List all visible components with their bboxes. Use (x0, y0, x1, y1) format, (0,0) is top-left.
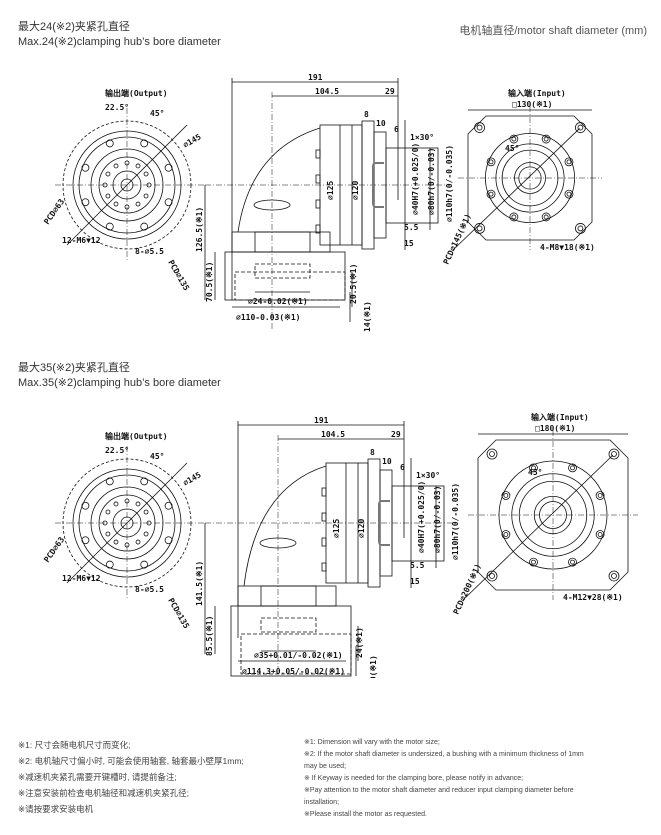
dim-label-in_pcd: PCD⌀200(※1) (452, 562, 483, 616)
dim-label-pilot: ⌀80h7(0/-0.03) (427, 148, 436, 215)
dim-label-od: ⌀145 (182, 132, 203, 150)
dim-label-pilot2: ⌀110h7(0/-0.035) (445, 145, 454, 222)
dim-label-d125: ⌀125 (332, 519, 341, 538)
dim-label-h4: 14(※1) (363, 301, 372, 332)
dim-label-flange: ⌀114.3+0.05/-0.02(※1) (242, 667, 345, 676)
dim-label-pilot2: ⌀110h7(0/-0.035) (451, 483, 460, 560)
dim-label-shaft: ⌀24-0.02(※1) (248, 297, 308, 306)
dim-label-tap: 12-M6▼12 (62, 574, 101, 583)
dim-label-holes: 8-⌀5.5 (135, 585, 164, 594)
dim-label-cham: 1×30° (410, 133, 434, 142)
note: ※请按要求安装电机 (18, 804, 94, 814)
dim-label-od: ⌀145 (182, 470, 203, 488)
dim-label-d29: 29 (385, 87, 395, 96)
dim-label-d29: 29 (391, 430, 401, 439)
dim-label-d191: 191 (308, 73, 323, 82)
linework (55, 78, 602, 330)
section-2-title-en: Max.35(※2)clamping hub’s bore diameter (18, 377, 221, 389)
dim-label-d10: 10 (376, 119, 386, 128)
note: ※1: Dimension will vary with the motor s… (304, 739, 440, 746)
note: ※2: If the motor shaft diameter is under… (304, 751, 584, 770)
notes-chinese: ※1: 尺寸会随电机尺寸而变化; ※2: 电机轴尺寸偏小时, 可能会使用轴套, … (18, 737, 244, 817)
dim-label-square: □180(※1) (535, 424, 575, 433)
dim-label-output: 输出端(Output) (105, 88, 168, 98)
note: ※注意安装前检查电机轴径和减速机夹紧孔径; (18, 788, 189, 798)
section-1-title: 最大24(※2)夹紧孔直径 Max.24(※2)clamping hub’s b… (18, 20, 221, 50)
unit-label: 电机轴直径/motor shaft diameter (mm) (459, 25, 647, 37)
linework (55, 421, 638, 677)
note: ※减速机夹紧孔需要开键槽时, 请提前备注; (18, 772, 177, 782)
dim-label-d10: 10 (382, 457, 392, 466)
dim-label-h2: 85.5(※1) (205, 616, 214, 656)
section-1-title-en: Max.24(※2)clamping hub’s bore diameter (18, 36, 221, 48)
dim-label-d104: 104.5 (321, 430, 345, 439)
dim-label-h1: 126.5(※1) (195, 207, 204, 252)
dim-label-pilot: ⌀80h7(0/-0.03) (433, 486, 442, 553)
dim-label-d191: 191 (314, 416, 329, 425)
dim-label-in_tap: 4-M8▼18(※1) (540, 243, 595, 252)
dim-label-in_tap: 4-M12▼28(※1) (563, 593, 623, 602)
dim-label-ang1: 22.5° (105, 446, 129, 455)
dim-label-input: 输入端(Input) (508, 88, 566, 98)
dim-label-tap: 12-M6▼12 (62, 236, 101, 245)
dim-label-d8: 8 (364, 110, 369, 119)
dim-label-d125: ⌀125 (326, 181, 335, 200)
dim-label-d15: 15 (410, 577, 420, 586)
notes-english: ※1: Dimension will vary with the motor s… (304, 737, 594, 821)
dim-label-h3: 20.5(※1) (349, 264, 358, 304)
note: ※ If Keyway is needed for the clamping b… (304, 775, 524, 782)
dim-label-cham: 1×30° (416, 471, 440, 480)
dim-label-pcd_in: PCD⌀63 (42, 197, 66, 226)
dim-label-shaft: ⌀35+0.01/-0.02(※1) (254, 651, 343, 660)
dim-label-ang2: 45° (150, 109, 164, 118)
dim-label-d55: 5.5 (410, 561, 425, 570)
note: ※1: 尺寸会随电机尺寸而变化; (18, 740, 131, 750)
dim-label-h3: 24(※1) (355, 627, 364, 658)
dim-label-bore: ⌀40H7(+0.025/0) (417, 481, 426, 553)
section-2-title-zh: 最大35(※2)夹紧孔直径 (18, 362, 130, 374)
note: ※Please install the motor as requested. (304, 811, 427, 818)
dim-label-pcd_out: PCD⌀135 (166, 259, 191, 293)
dim-label-ang1: 22.5° (105, 103, 129, 112)
section-1-title-zh: 最大24(※2)夹紧孔直径 (18, 21, 130, 33)
note: ※Pay attention to the motor shaft diamet… (304, 787, 574, 806)
dim-label-ang3: 45° (528, 468, 542, 477)
dim-label-d15: 15 (404, 239, 414, 248)
dim-label-d6: 6 (400, 463, 405, 472)
dim-label-holes: 8-⌀5.5 (135, 247, 164, 256)
dim-label-ang2: 45° (150, 452, 164, 461)
dim-label-pcd_out: PCD⌀135 (166, 597, 191, 631)
dim-label-d104: 104.5 (315, 87, 339, 96)
dim-label-output: 输出端(Output) (105, 431, 168, 441)
dim-label-d6: 6 (394, 125, 399, 134)
dim-label-d8: 8 (370, 448, 375, 457)
note: ※2: 电机轴尺寸偏小时, 可能会使用轴套, 轴套最小壁厚1mm; (18, 756, 244, 766)
dim-label-pcd_in: PCD⌀63 (42, 535, 66, 564)
dim-label-bore: ⌀40H7(+0.025/0) (411, 143, 420, 215)
dim-label-h2: 70.5(※1) (205, 262, 214, 302)
dim-label-h1: 141.5(※1) (195, 561, 204, 606)
dim-label-ang3: 45° (505, 144, 519, 153)
section-2-title: 最大35(※2)夹紧孔直径 Max.35(※2)clamping hub’s b… (18, 361, 221, 391)
dim-label-d120: ⌀120 (357, 519, 366, 538)
dim-label-square: □130(※1) (512, 100, 552, 109)
dim-label-h4: 19(※1) (369, 655, 378, 678)
dim-label-flange: ⌀110-0.03(※1) (236, 313, 301, 322)
dim-label-d55: 5.5 (404, 223, 419, 232)
dim-label-d120: ⌀120 (351, 181, 360, 200)
dim-label-input: 输入端(Input) (531, 412, 589, 422)
